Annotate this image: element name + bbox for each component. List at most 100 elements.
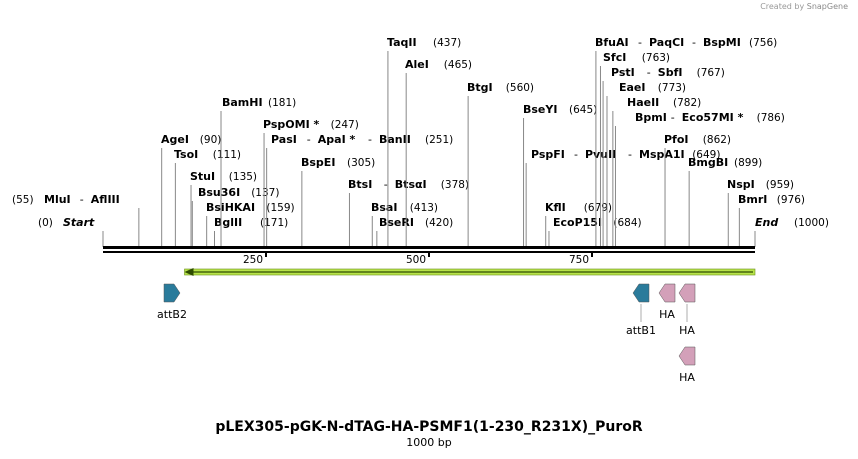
credit-brand: SnapGene bbox=[806, 2, 848, 11]
site-name-pspfi-pvuii-mspa1i-0: PspFI bbox=[531, 148, 565, 161]
site-pos-sfci: (763) bbox=[642, 52, 670, 64]
site-pos-bpmi-eco57mi: (786) bbox=[757, 112, 785, 124]
site-pos-haeii: (782) bbox=[673, 97, 701, 109]
feature-attb1-label: attB1 bbox=[626, 324, 656, 337]
site-separator: - bbox=[638, 36, 642, 49]
site-name-pspomi-0: PspOMI * bbox=[263, 118, 320, 131]
site-name-alei-0: AleI bbox=[405, 58, 429, 71]
site-name-pasi-apai-banii-0: PasI bbox=[271, 133, 297, 146]
site-pos-ecop15i: (684) bbox=[613, 217, 641, 229]
site-pos-mlui-aflIII: (55) bbox=[12, 194, 34, 206]
site-name-kfli-0: KflI bbox=[545, 201, 566, 214]
feature-ha-2-glyph bbox=[678, 283, 696, 303]
site-pos-alei: (465) bbox=[444, 59, 472, 71]
feature-ha-3-glyph bbox=[678, 346, 696, 366]
site-pos-pasi-apai-banii: (251) bbox=[425, 134, 453, 146]
ruler-tick-250 bbox=[265, 251, 267, 257]
ruler-tick-750 bbox=[591, 251, 593, 257]
site-pos-bspei: (305) bbox=[347, 157, 375, 169]
site-pos-bseyi: (645) bbox=[569, 104, 597, 116]
site-name-pfoi-0: PfoI bbox=[664, 133, 689, 146]
puror-arrowhead bbox=[184, 268, 194, 276]
site-name-btsi-btsai-0: BtsI bbox=[348, 178, 372, 191]
map-length: 1000 bp bbox=[406, 436, 452, 449]
site-pos-psti-sbfi: (767) bbox=[697, 67, 725, 79]
end-pos: (1000) bbox=[794, 217, 829, 229]
site-name-bpmi-eco57mi-1: Eco57MI * bbox=[682, 111, 744, 124]
snapgene-credit: Created by SnapGene bbox=[760, 2, 848, 11]
site-pos-pspomi: (247) bbox=[331, 119, 359, 131]
backbone-top bbox=[103, 246, 755, 249]
site-pos-agei: (90) bbox=[200, 134, 222, 146]
site-name-mlui-aflIII-1: AflIII bbox=[91, 193, 120, 206]
site-separator: - bbox=[307, 133, 311, 146]
site-name-sfci-0: SfcI bbox=[603, 51, 626, 64]
feature-attb2-label: attB2 bbox=[157, 308, 187, 321]
site-name-bfuai-paqci-bspmi-1: PaqCI bbox=[649, 36, 684, 49]
site-name-bfuai-paqci-bspmi-2: BspMI bbox=[703, 36, 741, 49]
ruler-label-500: 500 bbox=[406, 254, 426, 266]
site-pos-bseri: (420) bbox=[425, 217, 453, 229]
site-separator: - bbox=[628, 148, 632, 161]
site-name-bmgbi-0: BmgBI bbox=[688, 156, 728, 169]
site-pos-kfli: (679) bbox=[584, 202, 612, 214]
site-pos-pspfi-pvuii-mspa1i: (649) bbox=[692, 149, 720, 161]
site-pos-btsi-btsai: (378) bbox=[441, 179, 469, 191]
site-name-psti-sbfi-1: SbfI bbox=[658, 66, 683, 79]
site-name-bsu36i-0: Bsu36I bbox=[198, 186, 240, 199]
feature-attb1-glyph bbox=[632, 283, 650, 303]
site-name-agei-0: AgeI bbox=[161, 133, 189, 146]
site-name-taqii-0: TaqII bbox=[387, 36, 417, 49]
site-name-bpmi-eco57mi-0: BpmI bbox=[635, 111, 667, 124]
site-name-bmri-0: BmrI bbox=[738, 193, 767, 206]
site-name-ecop15i-0: EcoP15I bbox=[553, 216, 602, 229]
site-separator: - bbox=[574, 148, 578, 161]
start-label: Start bbox=[63, 216, 95, 229]
site-separator: - bbox=[384, 178, 388, 191]
site-name-pspfi-pvuii-mspa1i-2: MspA1I bbox=[639, 148, 685, 161]
site-name-psti-sbfi-0: PstI bbox=[611, 66, 635, 79]
site-pos-bamhi: (181) bbox=[268, 97, 296, 109]
site-pos-eaei: (773) bbox=[658, 82, 686, 94]
site-name-pasi-apai-banii-1: ApaI * bbox=[318, 133, 356, 146]
site-name-btgi-0: BtgI bbox=[467, 81, 493, 94]
ruler-label-250: 250 bbox=[243, 254, 263, 266]
site-name-btsi-btsai-1: BtsαI bbox=[395, 178, 427, 191]
site-pos-stui: (135) bbox=[229, 171, 257, 183]
feature-ha-1-label: HA bbox=[659, 308, 675, 321]
site-pos-bmgbi: (899) bbox=[734, 157, 762, 169]
credit-prefix: Created by bbox=[760, 2, 805, 11]
ruler-tick-500 bbox=[428, 251, 430, 257]
site-pos-btgi: (560) bbox=[506, 82, 534, 94]
site-pos-bmri: (976) bbox=[777, 194, 805, 206]
feature-ha-2-label: HA bbox=[679, 324, 695, 337]
site-name-eaei-0: EaeI bbox=[619, 81, 646, 94]
sequence-map: MluI-AflIII(55)AgeI(90)TsoI(111)StuI(135… bbox=[12, 36, 829, 384]
site-separator: - bbox=[671, 111, 675, 124]
site-pos-bfuai-paqci-bspmi: (756) bbox=[749, 37, 777, 49]
site-pos-pfoi: (862) bbox=[703, 134, 731, 146]
feature-ha-1-glyph bbox=[658, 283, 676, 303]
ruler-label-750: 750 bbox=[569, 254, 589, 266]
site-name-bseyi-0: BseYI bbox=[523, 103, 557, 116]
site-separator: - bbox=[80, 193, 84, 206]
site-pos-bsu36i: (137) bbox=[251, 187, 279, 199]
site-name-bsihkai-0: BsiHKAI bbox=[206, 201, 255, 214]
end-label: End bbox=[755, 216, 778, 229]
site-name-mlui-aflIII-0: MluI bbox=[44, 193, 71, 206]
site-name-tsoi-0: TsoI bbox=[174, 148, 198, 161]
site-separator: - bbox=[692, 36, 696, 49]
site-pos-nspi: (959) bbox=[766, 179, 794, 191]
site-pos-taqii: (437) bbox=[433, 37, 461, 49]
site-pos-bsihkai: (159) bbox=[266, 202, 294, 214]
site-name-bseri-0: BseRI bbox=[379, 216, 414, 229]
site-name-nspi-0: NspI bbox=[727, 178, 755, 191]
site-name-haeii-0: HaeII bbox=[627, 96, 659, 109]
site-name-bfuai-paqci-bspmi-0: BfuAI bbox=[595, 36, 629, 49]
site-name-bamhi-0: BamHI bbox=[222, 96, 263, 109]
site-separator: - bbox=[368, 133, 372, 146]
site-separator: - bbox=[647, 66, 651, 79]
site-name-bglii-0: BglII bbox=[214, 216, 242, 229]
site-name-stui-0: StuI bbox=[190, 170, 215, 183]
start-pos: (0) bbox=[38, 217, 53, 229]
